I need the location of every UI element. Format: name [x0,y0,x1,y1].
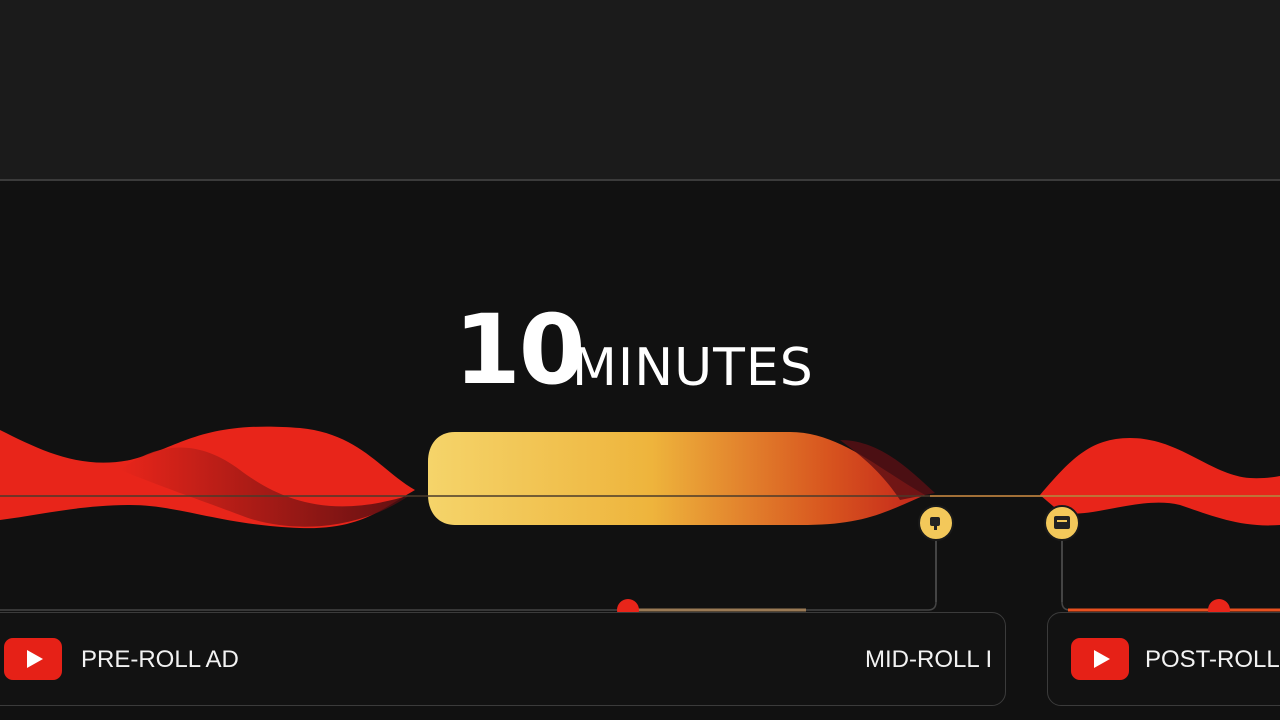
ad-break-marker-icon[interactable] [918,505,954,541]
content-bar [428,432,925,525]
wave-shadow-left [120,447,410,527]
pre-roll-label: PRE-ROLL AD [81,646,239,673]
wave-red-right [1040,438,1280,526]
duration-headline: 10 MINUTES [0,300,1280,400]
top-divider [0,179,1280,181]
duration-number: 10 [454,294,586,406]
top-band [0,0,1280,180]
connector-mid-horizontal [0,601,937,611]
ad-break-marker-icon[interactable] [1044,505,1080,541]
youtube-play-icon [4,638,62,680]
duration-unit: MINUTES [572,338,814,398]
content-bar-shadow [840,440,935,500]
ad-card-pre-mid: PRE-ROLL AD MID-ROLL I [0,612,1006,706]
mid-roll-label: MID-ROLL I [865,646,993,673]
ad-card-post: POST-ROLL A [1047,612,1280,706]
post-roll-label: POST-ROLL A [1145,646,1280,673]
youtube-play-icon [1071,638,1129,680]
